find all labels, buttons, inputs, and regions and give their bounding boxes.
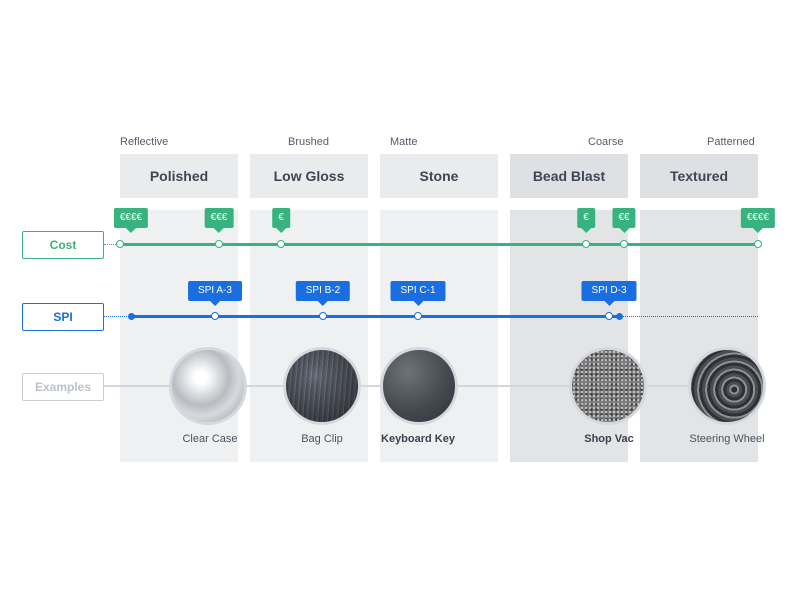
cost-marker [116, 240, 124, 248]
examples-row-label: Examples [22, 373, 104, 401]
finish-header-stone: Stone [380, 154, 498, 198]
polished-sample-image [169, 347, 247, 425]
spi-marker [319, 312, 327, 320]
spi-line-connector-right [620, 316, 758, 317]
example-label: Keyboard Key [381, 433, 455, 445]
example-label: Clear Case [182, 433, 238, 445]
brushed-sample-image [283, 347, 361, 425]
finish-descriptor: Coarse [588, 136, 624, 148]
finish-descriptor: Reflective [120, 136, 169, 148]
cost-marker [754, 240, 762, 248]
spi-row-label: SPI [22, 303, 104, 331]
example-label: Bag Clip [301, 433, 343, 445]
spi-tag: SPI B-2 [295, 281, 351, 306]
example-label: Steering Wheel [689, 433, 765, 445]
spi-line-connector-left [104, 316, 131, 317]
spi-marker [414, 312, 422, 320]
example-label: Shop Vac [584, 433, 634, 445]
column-polished-bg [120, 210, 238, 462]
cost-marker [277, 240, 285, 248]
cost-scale-line [120, 243, 758, 246]
cost-line-connector [104, 244, 120, 245]
column-textured-bg [640, 210, 758, 462]
cost-row-label: Cost [22, 231, 104, 259]
cost-tag: €€€€ [740, 208, 776, 233]
finish-descriptor: Patterned [707, 136, 755, 148]
column-stone-bg [380, 210, 498, 462]
cost-marker [582, 240, 590, 248]
spi-endpoint [616, 313, 623, 320]
finish-descriptor: Matte [390, 136, 418, 148]
spi-tag: SPI A-3 [188, 281, 242, 306]
textured-sample-image [688, 347, 766, 425]
bead-blast-sample-image [569, 347, 647, 425]
finish-header-bead-blast: Bead Blast [510, 154, 628, 198]
spi-marker [605, 312, 613, 320]
finish-header-textured: Textured [640, 154, 758, 198]
spi-tag: SPI C-1 [390, 281, 446, 306]
cost-marker [620, 240, 628, 248]
cost-tag: €€€ [204, 208, 234, 233]
spi-tag: SPI D-3 [581, 281, 637, 306]
cost-tag: €€€€ [113, 208, 149, 233]
finish-descriptor: Brushed [288, 136, 329, 148]
cost-marker [215, 240, 223, 248]
finish-header-low-gloss: Low Gloss [250, 154, 368, 198]
column-low-gloss-bg [250, 210, 368, 462]
cost-tag: € [577, 208, 595, 233]
spi-scale-line [131, 315, 619, 318]
spi-endpoint [128, 313, 135, 320]
cost-tag: € [272, 208, 290, 233]
finish-header-polished: Polished [120, 154, 238, 198]
cost-tag: €€ [612, 208, 636, 233]
spi-marker [211, 312, 219, 320]
stone-sample-image [380, 347, 458, 425]
